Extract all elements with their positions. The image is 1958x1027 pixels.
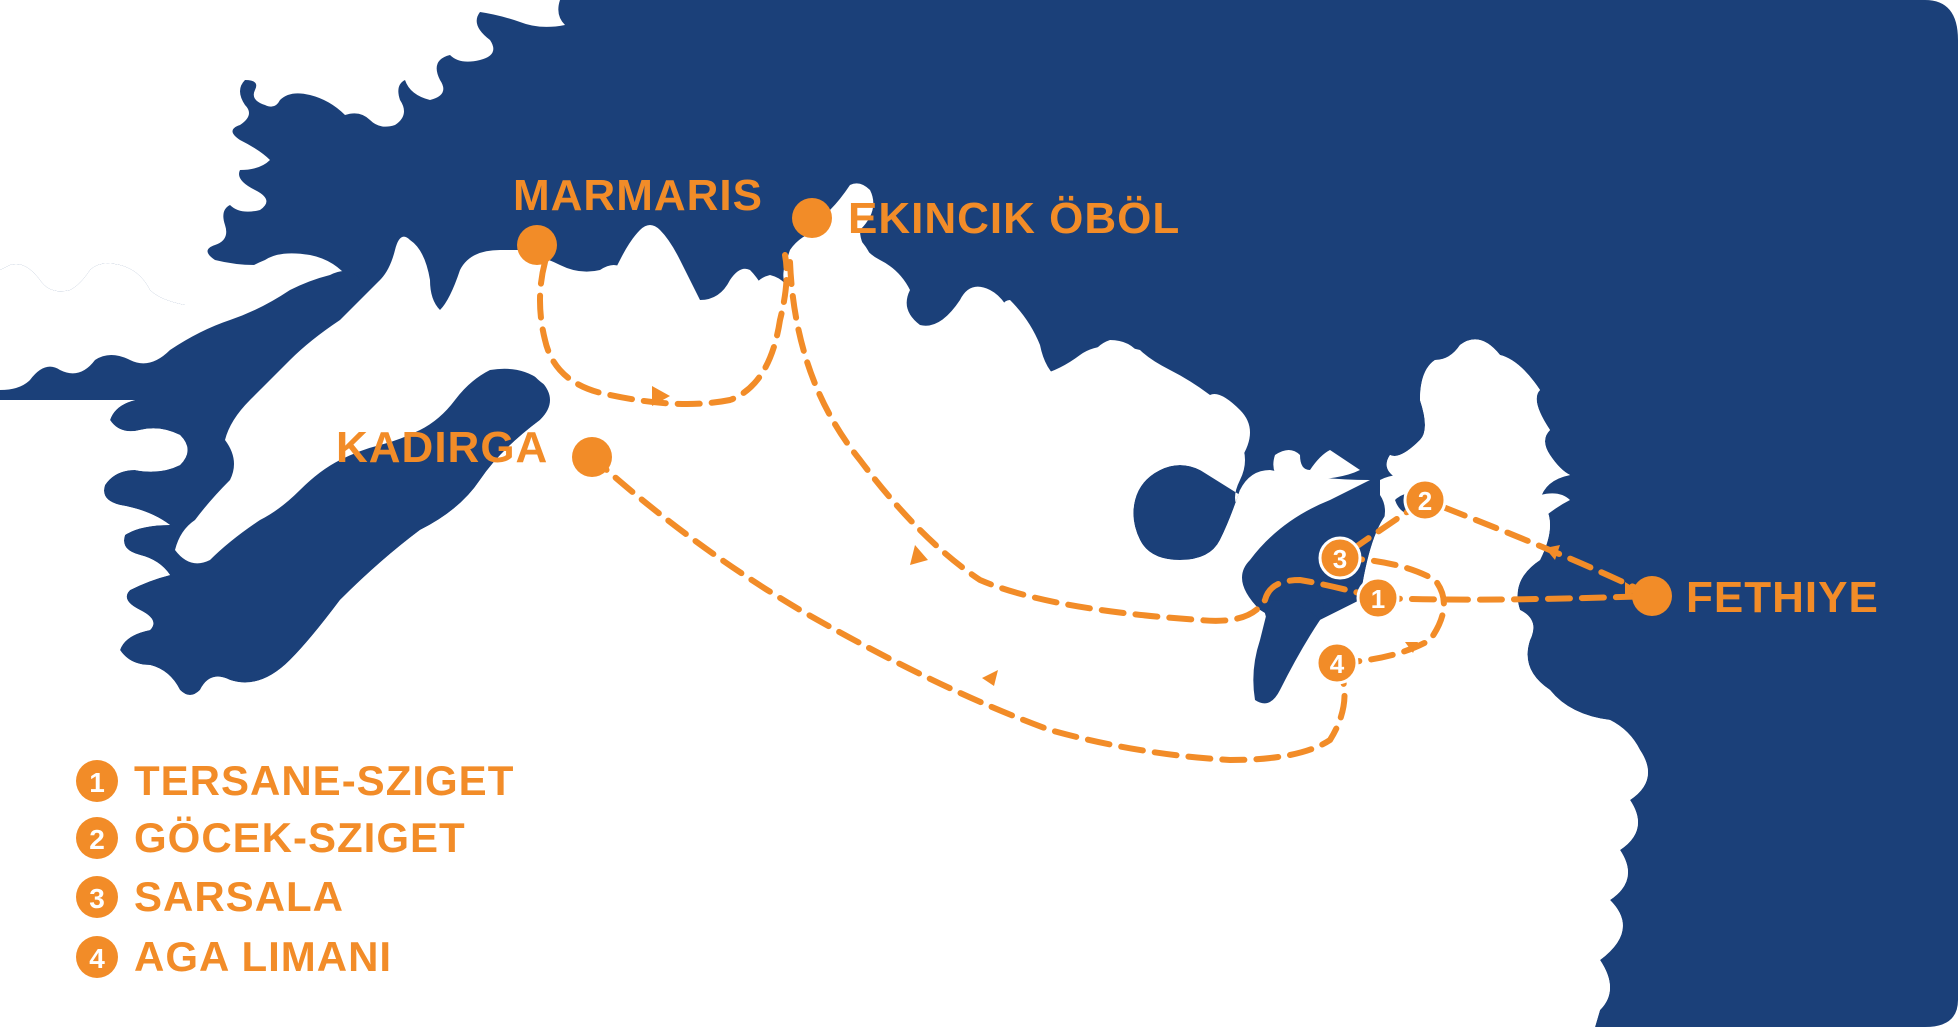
place-markers <box>517 198 1672 616</box>
legend-item-4: 4 AGA LIMANI <box>76 933 392 980</box>
arrow-icon <box>1625 582 1638 598</box>
arrow-icon <box>1405 642 1418 653</box>
label-ekincik: EKINCIK ÖBÖL <box>848 194 1180 243</box>
legend-label: TERSANE-SZIGET <box>134 757 514 804</box>
route-aga-to-kadirga <box>589 454 1348 764</box>
legend-num-badge <box>76 876 118 918</box>
arrow-icon <box>1545 545 1560 560</box>
legend-num: 4 <box>89 943 105 974</box>
legend-num-badge <box>76 817 118 859</box>
legend-label: GÖCEK-SZIGET <box>134 814 466 861</box>
stop-2-number: 2 <box>1418 486 1432 516</box>
stop-1-marker <box>1356 576 1400 620</box>
stop-3-marker <box>1318 536 1362 580</box>
routes <box>537 252 1655 764</box>
legend: 1 TERSANE-SZIGET 2 GÖCEK-SZIGET 3 SARSAL… <box>76 757 514 980</box>
legend-item-1: 1 TERSANE-SZIGET <box>76 757 514 804</box>
land-area <box>1253 493 1422 704</box>
arrow-icon <box>910 545 928 565</box>
legend-num: 2 <box>89 824 105 855</box>
legend-item-3: 3 SARSALA <box>76 873 344 920</box>
stop-3-number: 3 <box>1333 544 1347 574</box>
label-kadirga: KADIRGA <box>336 423 548 472</box>
legend-num: 3 <box>89 883 105 914</box>
marker-fethiye <box>1632 576 1672 616</box>
legend-label: SARSALA <box>134 873 344 920</box>
stop-4-marker <box>1315 641 1359 685</box>
legend-num: 1 <box>89 767 105 798</box>
route-tersane-to-fethiye <box>1375 593 1655 603</box>
arrow-icon <box>652 386 670 406</box>
route-marmaris-loop <box>537 252 790 407</box>
label-fethiye: FETHIYE <box>1686 573 1879 622</box>
place-labels: MARMARIS EKINCIK ÖBÖL KADIRGA FETHIYE <box>336 171 1879 622</box>
arrow-icon <box>982 670 998 686</box>
stop-2-marker <box>1403 478 1447 522</box>
legend-item-2: 2 GÖCEK-SZIGET <box>76 814 466 861</box>
marker-marmaris <box>517 225 557 265</box>
label-marmaris: MARMARIS <box>513 171 763 220</box>
route-fethiye-to-gocek <box>1422 497 1655 599</box>
route-ekincik-to-tersane <box>787 259 1381 624</box>
marker-kadirga <box>572 437 612 477</box>
legend-num-badge <box>76 760 118 802</box>
route-arrows <box>652 386 1638 686</box>
stop-4-number: 4 <box>1330 649 1345 679</box>
legend-num-badge <box>76 936 118 978</box>
legend-label: AGA LIMANI <box>134 933 392 980</box>
numbered-stops: 1 2 3 4 <box>1315 478 1447 685</box>
stop-1-number: 1 <box>1371 584 1385 614</box>
marker-ekincik <box>792 198 832 238</box>
route-sarsala-to-aga <box>1334 555 1447 666</box>
